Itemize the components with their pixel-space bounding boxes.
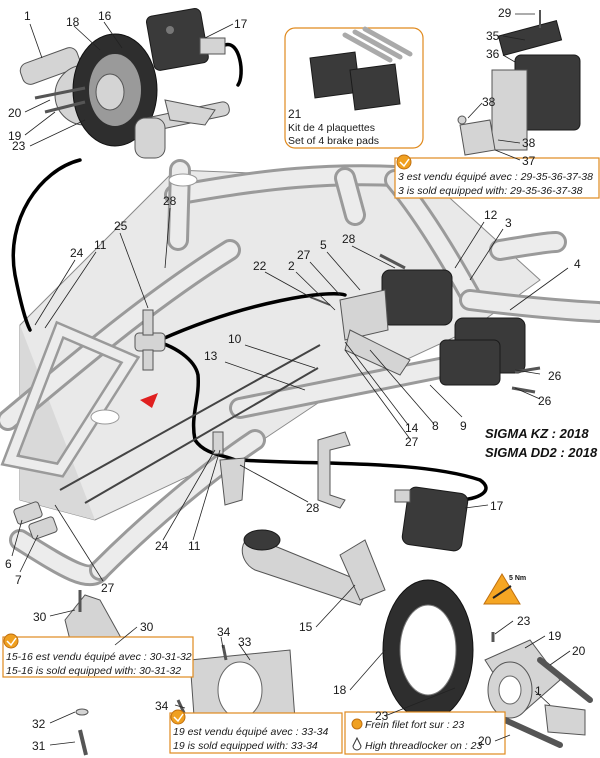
floor-hole — [90, 409, 120, 425]
callout-10: 10 — [228, 332, 242, 346]
callout-24: 24 — [70, 246, 84, 260]
note-threadlocker-en: High threadlocker on : 23 — [365, 740, 482, 752]
callout-34: 34 — [217, 625, 231, 639]
front-hub-assembly-top — [19, 33, 230, 159]
hose-bracket-lower — [212, 431, 246, 506]
callout-38: 38 — [482, 95, 496, 109]
model-label-dd2: SIGMA DD2 : 2018 — [485, 445, 598, 460]
callout-7: 7 — [15, 573, 22, 587]
callout-1: 1 — [24, 9, 31, 23]
pads-kit-caption-fr: Kit de 4 plaquettes — [288, 122, 375, 134]
direction-marker — [140, 393, 158, 408]
callout-23: 23 — [12, 139, 26, 153]
hose-t-fitting — [134, 309, 166, 371]
callout-4: 4 — [574, 257, 581, 271]
front-stub-axle — [241, 529, 474, 721]
callout-24: 24 — [155, 539, 169, 553]
callout-31: 31 — [32, 739, 46, 753]
note-threadlocker-fr: Frein filet fort sur : 23 — [365, 719, 464, 731]
kart-calipers-center — [309, 253, 541, 394]
callout-17: 17 — [234, 17, 248, 31]
callout-6: 6 — [5, 557, 12, 571]
pads-kit-caption-en: Set of 4 brake pads — [288, 135, 379, 147]
callout-11: 11 — [188, 539, 201, 553]
callout-3: 3 — [505, 216, 512, 230]
callout-38: 38 — [522, 136, 536, 150]
callout-28: 28 — [306, 501, 320, 515]
callout-27: 27 — [101, 581, 115, 595]
callout-23: 23 — [375, 709, 389, 723]
callout-5: 5 — [320, 238, 327, 252]
callout-1: 1 — [535, 684, 542, 698]
callout-37: 37 — [522, 154, 536, 168]
pads-kit-number: 21 — [288, 107, 302, 121]
callout-29: 29 — [498, 6, 512, 20]
callout-34: 34 — [155, 699, 169, 713]
note-caliper-en: 3 is sold equipped with: 29-35-36-37-38 — [398, 185, 583, 197]
info-icon — [396, 154, 412, 170]
callout-28: 28 — [342, 232, 356, 246]
brake-line — [84, 367, 319, 504]
callout-18: 18 — [66, 15, 80, 29]
info-icon — [170, 709, 186, 725]
callout-18: 18 — [333, 683, 347, 697]
callout-19: 19 — [548, 629, 562, 643]
pedal-rod-ends — [13, 501, 58, 540]
callout-36: 36 — [486, 47, 500, 61]
callout-20: 20 — [478, 734, 492, 748]
callout-23: 23 — [517, 614, 531, 628]
brake-line — [59, 344, 321, 491]
callout-labels: 1 16 17 18 20 19 23 29 35 36 38 38 37 28… — [5, 6, 586, 753]
note-box-threadlocker — [344, 711, 506, 755]
info-icon — [3, 633, 19, 649]
rear-hub-assembly — [484, 632, 593, 748]
callout-26: 26 — [548, 369, 562, 383]
note-box-caliper — [394, 157, 600, 199]
callout-30: 30 — [140, 620, 154, 634]
note-box-carrier — [169, 712, 343, 754]
note-hub-fr: 15-16 est vendu équipé avec : 30-31-32 — [6, 651, 192, 663]
callout-20: 20 — [572, 644, 586, 658]
callout-26: 26 — [538, 394, 552, 408]
brake-pads-illustration — [309, 26, 413, 111]
threadlocker-icons — [351, 718, 363, 751]
hose-bracket-mid — [317, 431, 351, 509]
callout-32: 32 — [32, 717, 46, 731]
leader-lines — [11, 13, 571, 746]
callout-13: 13 — [204, 349, 218, 363]
callout-27: 27 — [297, 248, 311, 262]
callout-15: 15 — [299, 620, 313, 634]
model-label-kz: SIGMA KZ : 2018 — [485, 426, 589, 441]
note-carrier-en: 19 is sold equipped with: 33-34 — [173, 740, 318, 752]
callout-2: 2 — [288, 259, 295, 273]
callout-14: 14 — [405, 421, 419, 435]
torque-warning-icon — [483, 573, 521, 605]
torque-label: 5 Nm — [509, 575, 526, 582]
tube-end — [168, 173, 198, 187]
callout-9: 9 — [460, 419, 467, 433]
callout-12: 12 — [484, 208, 498, 222]
callout-11: 11 — [94, 238, 107, 252]
callout-33: 33 — [238, 635, 252, 649]
callout-8: 8 — [432, 419, 439, 433]
chassis-frame — [0, 159, 600, 587]
callout-28: 28 — [163, 194, 177, 208]
callout-17: 17 — [490, 499, 504, 513]
rear-caliper-top — [145, 8, 226, 71]
note-caliper-fr: 3 est vendu équipé avec : 29-35-36-37-38 — [398, 171, 593, 183]
note-hub-en: 15-16 is sold equipped with: 30-31-32 — [6, 665, 181, 677]
callout-19: 19 — [8, 129, 22, 143]
note-carrier-fr: 19 est vendu équipé avec : 33-34 — [173, 726, 328, 738]
callout-20: 20 — [8, 106, 22, 120]
note-box-hub — [2, 636, 194, 678]
callout-27: 27 — [405, 435, 419, 449]
callout-25: 25 — [114, 219, 128, 233]
callout-22: 22 — [253, 259, 267, 273]
caliper-kit-top-right — [457, 10, 581, 156]
callout-30: 30 — [33, 610, 47, 624]
master-cylinder-lower — [394, 486, 469, 552]
callout-35: 35 — [486, 29, 500, 43]
callout-16: 16 — [98, 9, 112, 23]
